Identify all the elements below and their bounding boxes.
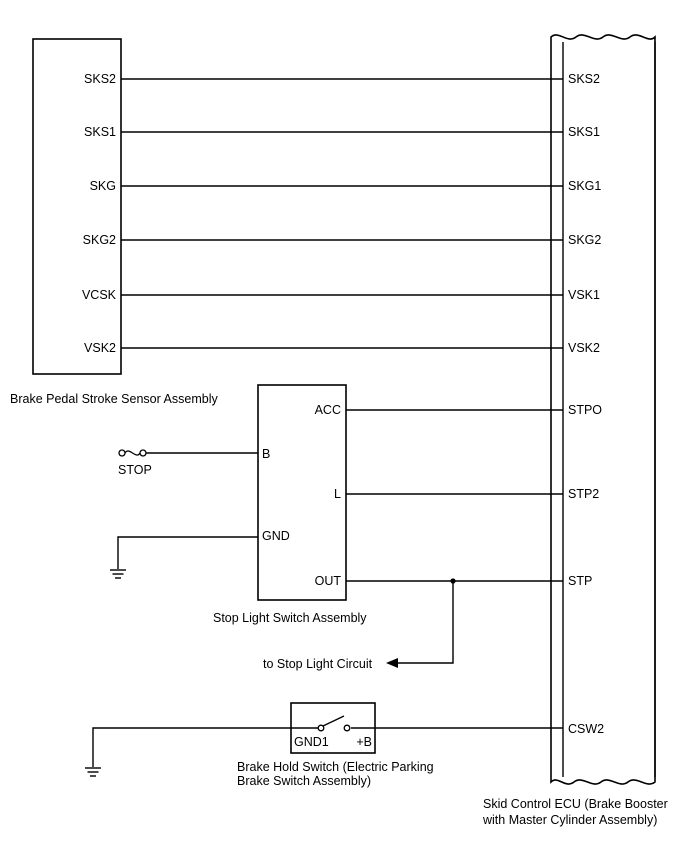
hold-switch-title-line2: Brake Switch Assembly) [237, 774, 371, 788]
ecu-pin-label: CSW2 [568, 722, 604, 736]
ecu-pin-label: STP [568, 574, 592, 588]
hold-switch-pin-b: +B [356, 735, 372, 749]
stop-switch-pin-acc: ACC [315, 403, 341, 417]
ecu-pin-label: VSK2 [568, 341, 600, 355]
stop-switch-pin-l: L [334, 487, 341, 501]
wire-csw2 [92, 727, 318, 767]
sensor-assembly-box [32, 38, 122, 375]
ecu-pin-label: SKS2 [568, 72, 600, 86]
stop-switch-pin-out: OUT [315, 574, 342, 588]
sensor-pin-label: VCSK [82, 288, 117, 302]
ecu-title-line1: Skid Control ECU (Brake Booster [483, 797, 668, 811]
arrow-left-icon [386, 658, 398, 668]
sensor-assembly-title: Brake Pedal Stroke Sensor Assembly [10, 392, 218, 406]
sensor-pin-label: SKG2 [83, 233, 116, 247]
ecu-pin-label: SKS1 [568, 125, 600, 139]
ecu-pin-label: SKG2 [568, 233, 601, 247]
sensor-pin-label: SKG [90, 179, 116, 193]
wire-branch-stop-light [398, 581, 454, 664]
hold-switch-pin-gnd1: GND1 [294, 735, 329, 749]
sensor-pin-label: SKS1 [84, 125, 116, 139]
wire-gnd [117, 536, 258, 569]
ground-icon [110, 569, 126, 579]
ecu-body [550, 34, 656, 785]
sensor-pin-label: VSK2 [84, 341, 116, 355]
stop-switch-pin-gnd: GND [262, 529, 290, 543]
switch-contact-icon [317, 715, 351, 732]
stop-light-circuit-note: to Stop Light Circuit [263, 657, 373, 671]
stop-switch-pin-b: B [262, 447, 270, 461]
ecu-title-line2: with Master Cylinder Assembly) [482, 813, 657, 827]
ecu-pin-label: STPO [568, 403, 602, 417]
ground-icon [85, 767, 101, 777]
ecu-pin-label: VSK1 [568, 288, 600, 302]
stop-light-switch-box [257, 384, 347, 601]
ecu-pin-label: SKG1 [568, 179, 601, 193]
sensor-pin-label: SKS2 [84, 72, 116, 86]
fuse-label: STOP [118, 463, 152, 477]
ecu-pin-label: STP2 [568, 487, 599, 501]
stop-switch-title: Stop Light Switch Assembly [213, 611, 367, 625]
hold-switch-title-line1: Brake Hold Switch (Electric Parking [237, 760, 434, 774]
fuse-icon [118, 449, 147, 457]
